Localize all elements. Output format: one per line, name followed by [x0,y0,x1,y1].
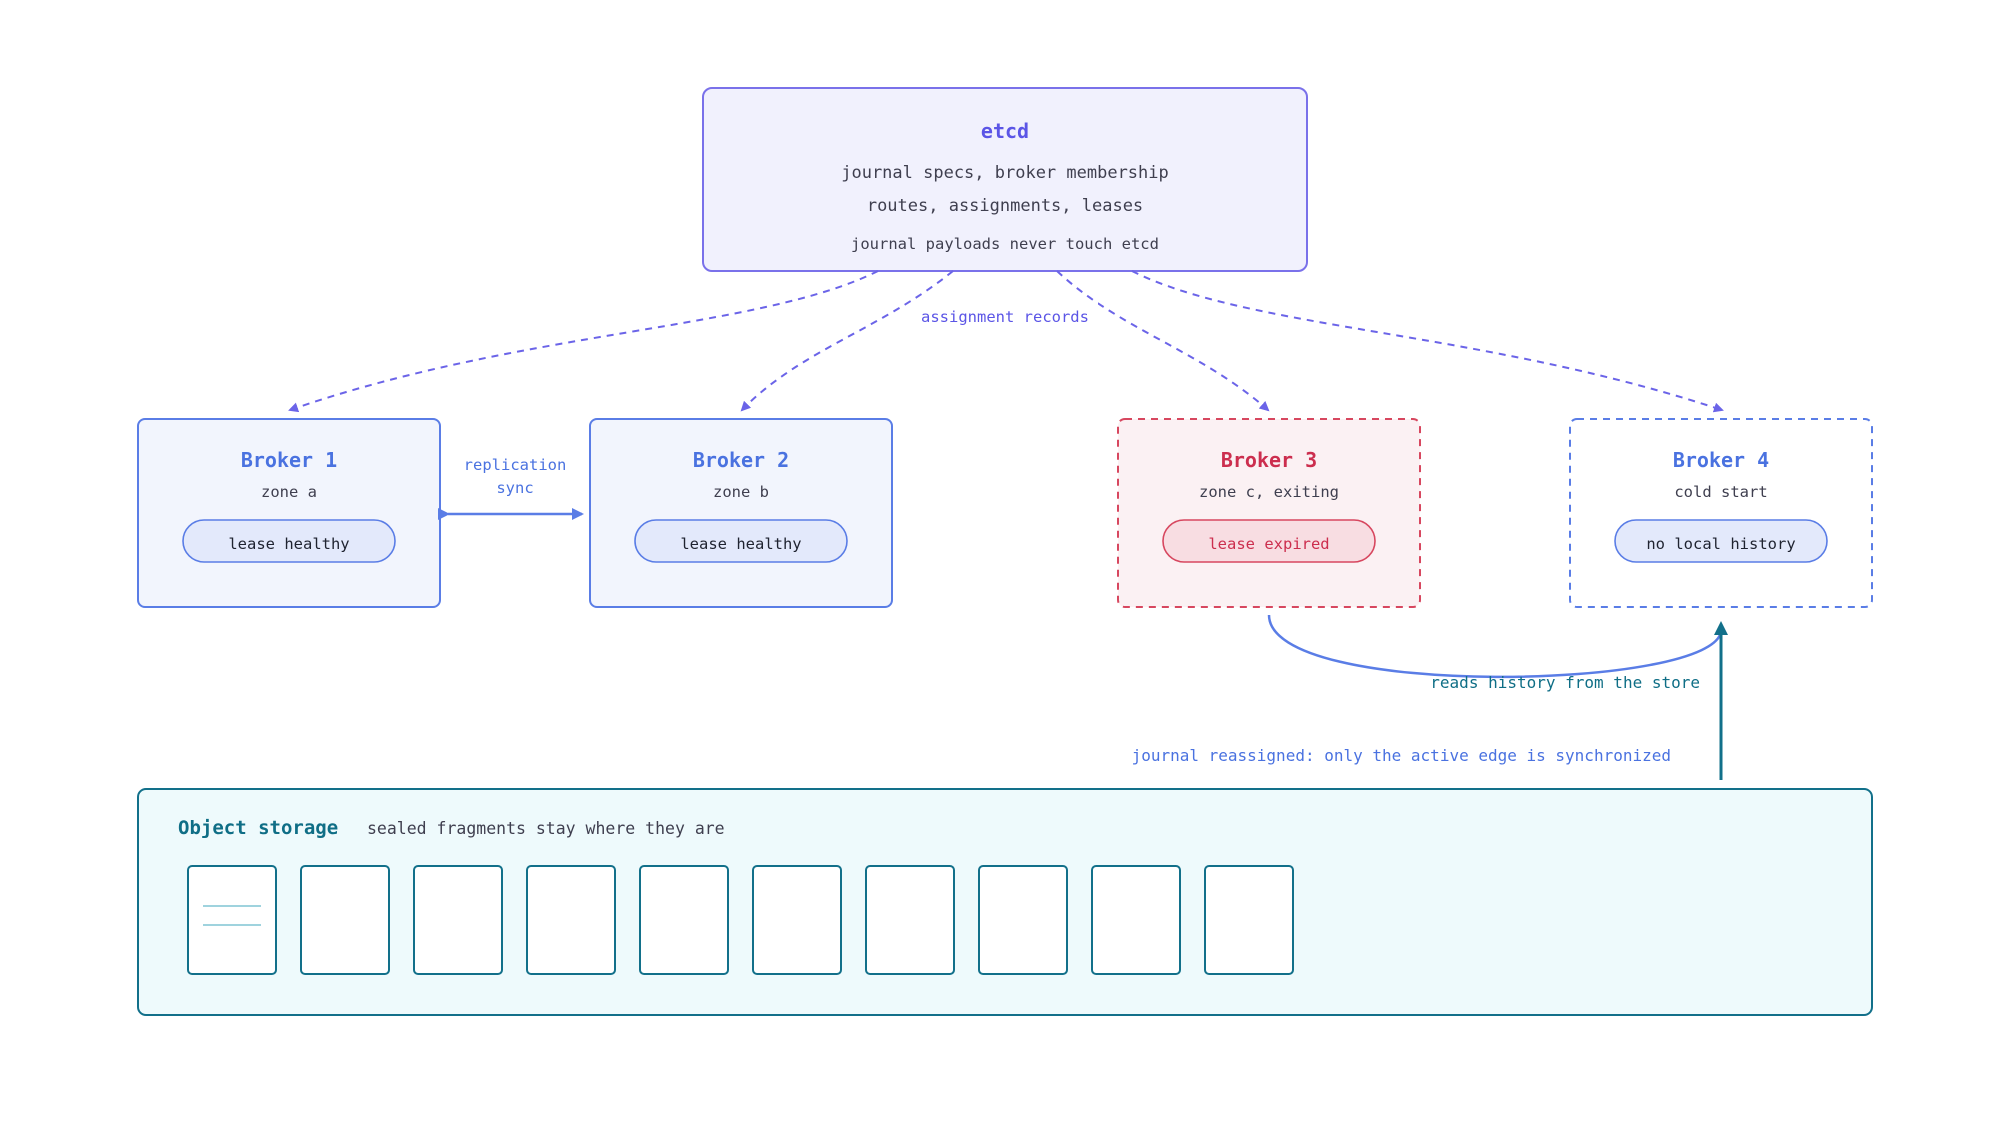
broker-2-node: Broker 2 zone b lease healthy [589,418,893,608]
reads-history-label: reads history from the store [1430,673,1700,692]
fragment-tile [300,865,390,975]
reassignment-edge [1267,614,1723,679]
broker-1-title: Broker 1 [241,448,337,472]
etcd-box [702,87,1308,272]
broker-3-node: Broker 3 zone c, exiting lease expired [1117,418,1421,608]
broker-1-zone: zone a [261,483,317,501]
broker-4-node: Broker 4 cold start no local history [1569,418,1873,608]
fragment-tile [187,865,277,975]
replication-label-line-2: sync [496,479,533,497]
assignment-edge-broker-2 [740,270,954,412]
broker-2-zone: zone b [713,483,769,501]
broker-4-status: no local history [1646,535,1795,553]
broker-2-title: Broker 2 [693,448,789,472]
etcd-description-line-1: journal specs, broker membership [841,163,1169,183]
broker-1-node: Broker 1 zone a lease healthy [137,418,441,608]
replication-label-line-1: replication [464,456,567,474]
etcd-title: etcd [981,119,1029,143]
etcd-note: journal payloads never touch etcd [851,235,1159,253]
broker-3-status-pill [1162,519,1376,563]
broker-1-status: lease healthy [228,535,349,553]
fragment-list [187,865,1294,975]
assignment-edge-broker-3 [1056,270,1270,412]
assignment-edge-broker-1 [288,270,879,413]
fragment-tile [639,865,729,975]
broker-2-status-pill [634,519,848,563]
object-storage-title: Object storage [178,817,338,839]
broker-2-status: lease healthy [680,535,801,553]
assignment-edges [288,270,1724,413]
fragment-tile [526,865,616,975]
object-storage-node: Object storage sealed fragments stay whe… [137,788,1873,1016]
broker-4-title: Broker 4 [1673,448,1769,472]
fragment-tile [752,865,842,975]
assignment-edge-broker-4 [1131,270,1724,413]
fragment-tile [1091,865,1181,975]
etcd-description-line-2: routes, assignments, leases [867,196,1143,216]
broker-4-zone: cold start [1674,483,1767,501]
broker-1-status-pill [182,519,396,563]
fragment-tile [978,865,1068,975]
broker-4-status-pill [1614,519,1828,563]
etcd-node: etcd journal specs, broker membership ro… [702,87,1308,272]
assignment-label-bg [912,302,1098,328]
fragment-tile [865,865,955,975]
fragment-tile [1204,865,1294,975]
object-storage-subtitle: sealed fragments stay where they are [367,819,725,838]
reassigned-label: journal reassigned: only the active edge… [1132,746,1671,765]
broker-3-title: Broker 3 [1221,448,1317,472]
broker-3-zone: zone c, exiting [1199,483,1339,501]
assignment-records-label: assignment records [921,308,1089,326]
fragment-tile [413,865,503,975]
broker-3-status: lease expired [1208,535,1329,553]
